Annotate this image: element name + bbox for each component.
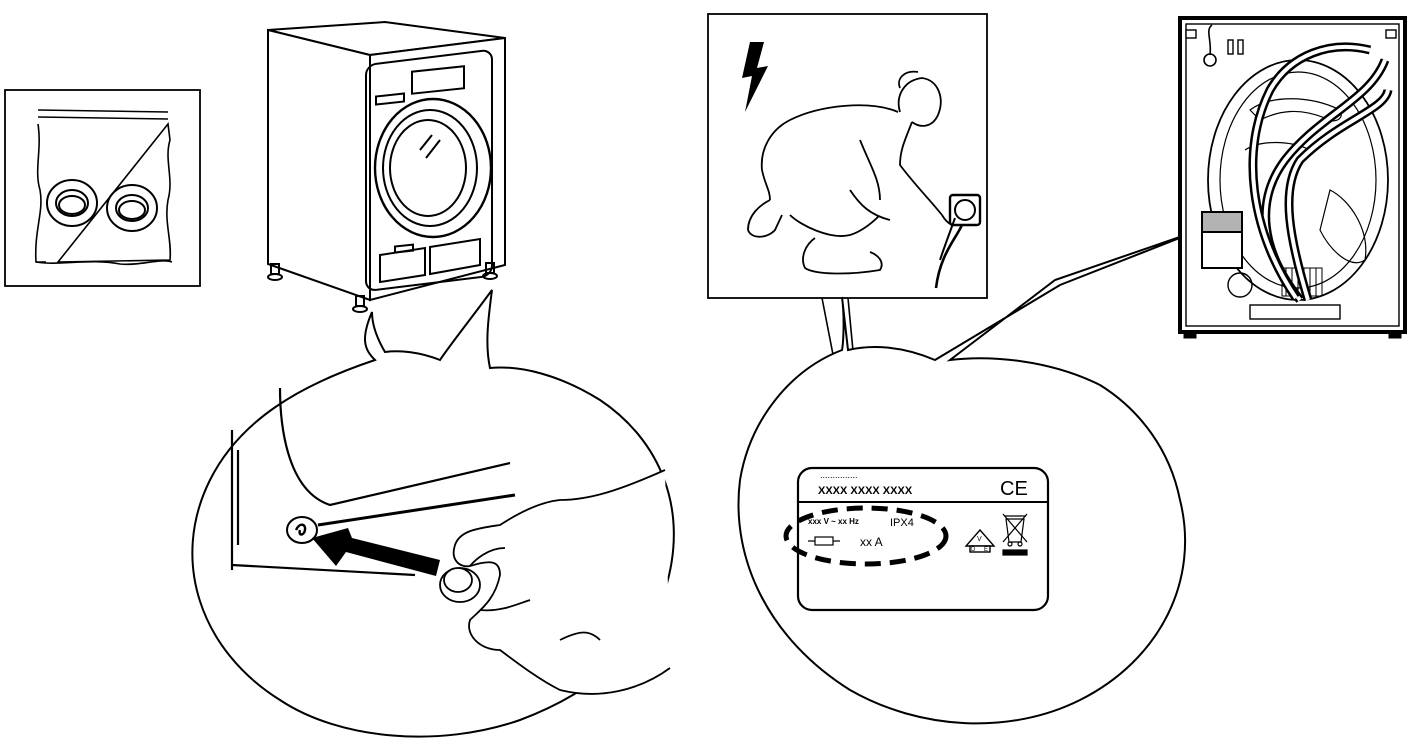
detail-circle-rating-plate: ............... XXXX XXXX XXXX CE xxx V …: [738, 230, 1200, 723]
voltage-rating: xxx V ~ xx Hz: [808, 517, 859, 526]
rating-plate-location: [1202, 212, 1242, 232]
svg-text:V: V: [977, 536, 982, 543]
svg-text:E: E: [984, 547, 988, 553]
detail-circle-cap-insertion: [192, 290, 673, 737]
ip-rating: IPX4: [890, 517, 914, 529]
dryer-back-view: [1180, 18, 1405, 338]
accessory-bag-panel: [5, 90, 200, 286]
dryer-front-view: [268, 22, 505, 312]
current-rating: xx A: [860, 535, 883, 549]
rating-plate-dots: ...............: [820, 470, 858, 480]
rating-plate: ............... XXXX XXXX XXXX CE xxx V …: [786, 468, 1048, 610]
model-code: XXXX XXXX XXXX: [818, 485, 913, 497]
svg-text:D: D: [971, 547, 976, 553]
ce-mark: CE: [1000, 478, 1028, 500]
